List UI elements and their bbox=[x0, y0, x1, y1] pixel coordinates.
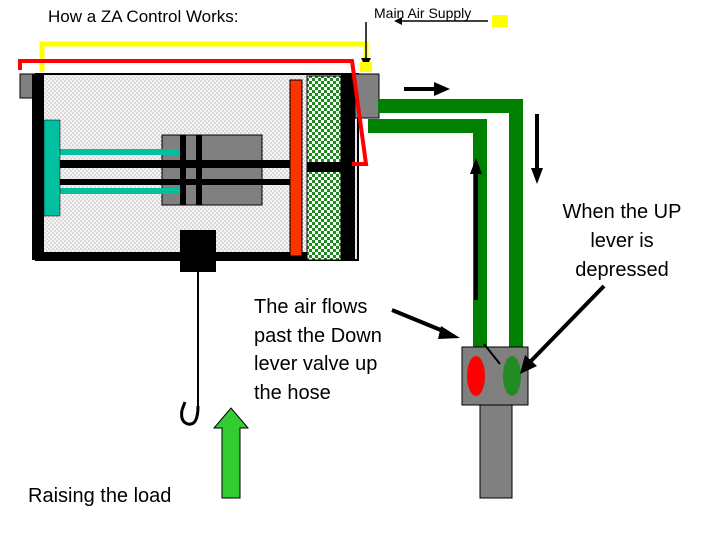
air-flow-pointer-icon bbox=[438, 326, 460, 339]
air-flow-pointer-line bbox=[391, 308, 449, 335]
air-flow-note: The air flows past the Down lever valve … bbox=[254, 296, 382, 404]
flow-arrow-right-icon bbox=[434, 82, 450, 96]
load-block bbox=[180, 230, 216, 272]
main-supply-line bbox=[39, 41, 369, 72]
up-lever-note: When the UP lever is depressed bbox=[562, 201, 682, 281]
flow-arrow-up-icon bbox=[470, 158, 482, 174]
up-lever-pointer-icon bbox=[520, 355, 537, 374]
hook-tip bbox=[180, 401, 187, 411]
return-line bbox=[18, 59, 369, 166]
down-lever-valve bbox=[467, 356, 485, 396]
flow-arrow-down-icon bbox=[531, 168, 543, 184]
hose-outer bbox=[378, 99, 523, 356]
valve-block bbox=[42, 119, 290, 217]
control-valve bbox=[461, 343, 529, 499]
hose-inner bbox=[368, 119, 487, 356]
supply-inlet bbox=[492, 15, 508, 27]
piston bbox=[289, 79, 303, 257]
raising-load-label: Raising the load bbox=[28, 485, 172, 507]
up-lever-pointer-line bbox=[528, 284, 606, 364]
valve-link bbox=[483, 343, 501, 365]
main-air-supply-label: Main Air Supply bbox=[374, 5, 472, 21]
raise-arrow-icon bbox=[212, 407, 250, 499]
diagram-title: How a ZA Control Works: bbox=[48, 7, 239, 26]
supply-port bbox=[360, 62, 372, 72]
supply-pointer-arrowhead-icon bbox=[394, 17, 402, 25]
hook-icon bbox=[180, 405, 200, 426]
filter-pack bbox=[306, 75, 342, 261]
up-lever-valve bbox=[503, 356, 521, 396]
